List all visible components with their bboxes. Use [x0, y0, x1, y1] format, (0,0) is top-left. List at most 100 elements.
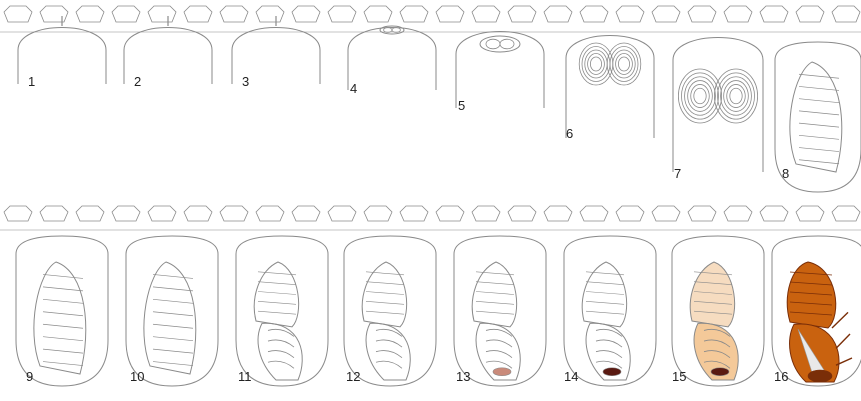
- comb-cell-cap: [616, 6, 644, 22]
- larva-segment: [730, 88, 742, 103]
- comb-cell-cap: [292, 6, 320, 22]
- comb-cell-cap: [184, 206, 212, 221]
- larva-segment: [681, 73, 718, 119]
- pupa-leg: [596, 351, 622, 358]
- pupa-segment: [258, 282, 296, 285]
- capped-cell: [344, 236, 436, 386]
- pupa-leg: [376, 361, 402, 368]
- pupa-segment: [258, 292, 296, 295]
- prepupa-segment: [43, 349, 83, 353]
- prepupa-segment: [153, 324, 193, 328]
- pupa-segment: [586, 292, 624, 295]
- pupa-leg: [596, 340, 622, 347]
- prepupa-segment: [43, 312, 83, 316]
- stage-4: [348, 26, 436, 90]
- stage-14: [564, 236, 656, 386]
- comb-cell-cap: [688, 6, 716, 22]
- comb-cell-cap: [112, 206, 140, 221]
- prepupa-body: [34, 262, 86, 374]
- comb-cell-cap: [580, 206, 608, 221]
- comb-cell-cap: [688, 206, 716, 221]
- larva-segment: [721, 77, 752, 116]
- comb-cell-cap: [508, 6, 536, 22]
- pupa-segment: [586, 282, 624, 285]
- stage-label-14: 14: [564, 369, 578, 384]
- comb-cell-cap: [256, 206, 284, 221]
- comb-cell-cap: [364, 206, 392, 221]
- prepupa-segment: [43, 274, 83, 278]
- prepupa-body: [790, 62, 842, 172]
- stage-label-4: 4: [350, 81, 357, 96]
- comb-cell-cap: [832, 206, 860, 221]
- larva-segment: [717, 73, 754, 119]
- prepupa-segment: [799, 74, 839, 78]
- stage-figures: [16, 16, 861, 386]
- comb-cell-cap: [76, 206, 104, 221]
- prepupa-segment: [799, 135, 839, 139]
- comb-cell-cap: [652, 206, 680, 221]
- comb-cell-cap: [40, 206, 68, 221]
- comb-cell-cap: [220, 6, 248, 22]
- cell-wall: [348, 28, 436, 91]
- prepupa-segment: [799, 99, 839, 103]
- pupa-leg: [268, 361, 294, 368]
- prepupa-segment: [799, 160, 839, 164]
- pupa-segment: [366, 282, 404, 285]
- larva-coil: [500, 39, 514, 49]
- prepupa-segment: [799, 148, 839, 152]
- pupa-thorax: [366, 323, 410, 380]
- stage-5: [456, 32, 544, 109]
- comb-cell-cap: [436, 206, 464, 221]
- pupa-segment: [258, 301, 296, 304]
- pupa-segment: [366, 311, 404, 314]
- comb-row-bottom: [0, 206, 861, 230]
- pupa-segment: [258, 311, 296, 314]
- comb-cell-cap: [364, 6, 392, 22]
- pupa-leg: [486, 351, 512, 358]
- capped-cell: [454, 236, 546, 386]
- capped-cell: [236, 236, 328, 386]
- larva-coil: [384, 28, 392, 33]
- larva-segment: [590, 57, 601, 71]
- prepupa-segment: [43, 362, 83, 366]
- stage-6: [566, 36, 654, 139]
- prepupa-segment: [799, 86, 839, 90]
- stage-label-1: 1: [28, 74, 35, 89]
- stage-label-15: 15: [672, 369, 686, 384]
- larva-segment: [688, 81, 713, 112]
- comb-cell-cap: [400, 206, 428, 221]
- prepupa-segment: [799, 111, 839, 115]
- comb-cell-cap: [4, 6, 32, 22]
- stage-label-12: 12: [346, 369, 360, 384]
- prepupa-segment: [43, 324, 83, 328]
- comb-cell-cap: [724, 206, 752, 221]
- comb-cell-cap: [400, 6, 428, 22]
- pupa-segment: [476, 282, 514, 285]
- larva-coil: [392, 28, 400, 33]
- pupa-segment: [476, 301, 514, 304]
- stage-label-7: 7: [674, 166, 681, 181]
- comb-cell-cap: [616, 206, 644, 221]
- comb-cell-cap: [76, 6, 104, 22]
- stage-7: [673, 38, 763, 173]
- larva-segment: [685, 77, 716, 116]
- prepupa-body: [144, 262, 196, 374]
- stage-label-10: 10: [130, 369, 144, 384]
- comb-cell-cap: [796, 206, 824, 221]
- larva-segment: [724, 81, 749, 112]
- stage-16: [772, 236, 861, 386]
- pupa-segment: [366, 301, 404, 304]
- prepupa-segment: [153, 312, 193, 316]
- pupa-segment: [586, 311, 624, 314]
- comb-cell-cap: [220, 206, 248, 221]
- prepupa-segment: [153, 349, 193, 353]
- stage-label-16: 16: [774, 369, 788, 384]
- larva-segment: [579, 43, 613, 85]
- adult-head: [808, 370, 832, 382]
- adult-leg: [836, 334, 850, 348]
- larva-segment: [613, 50, 635, 78]
- stage-15: [672, 236, 764, 386]
- comb-cell-cap: [472, 6, 500, 22]
